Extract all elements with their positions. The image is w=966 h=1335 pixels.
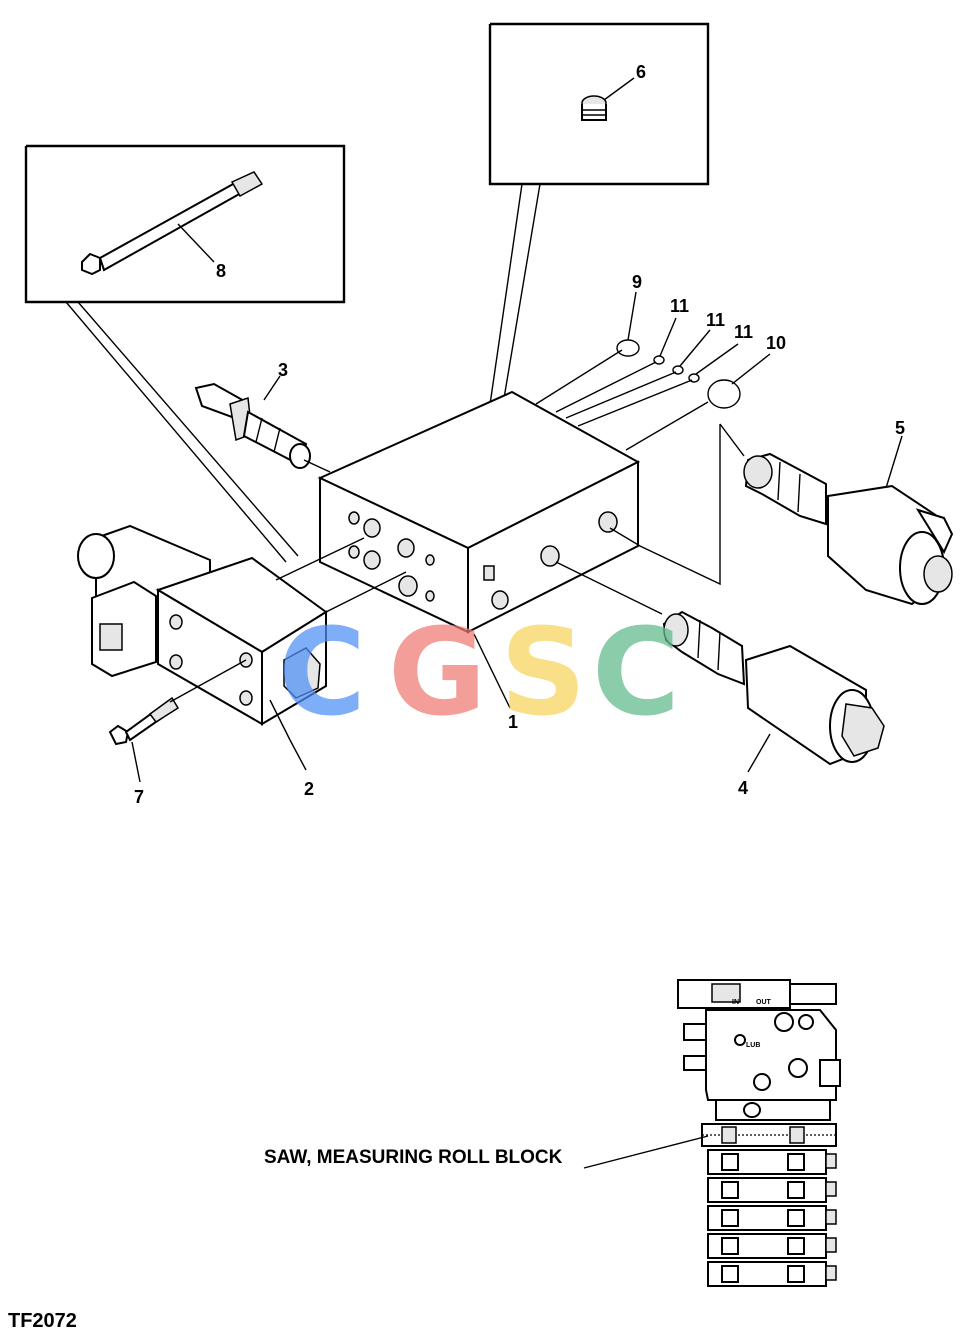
callout-labels: 1 2 3 4 5 6 7 8 9 10 11 11 11 xyxy=(134,62,905,807)
stack-section xyxy=(707,1177,837,1203)
cartridge-valve-3 xyxy=(194,375,331,473)
manifold-block xyxy=(317,390,641,634)
caption-leader xyxy=(583,1135,709,1169)
valve-stack-locator: IN OUT LUB xyxy=(583,979,841,1287)
callout-3: 3 xyxy=(278,360,288,380)
solenoid-valve-2 xyxy=(77,524,407,771)
callout-5: 5 xyxy=(895,418,905,438)
callout-8: 8 xyxy=(216,261,226,281)
watermark-logo: C G S C xyxy=(278,604,680,743)
leader-1 xyxy=(473,633,511,709)
stack-section xyxy=(707,1205,837,1231)
seal-leader-lines xyxy=(535,291,771,451)
detail-box-bolt xyxy=(24,144,346,563)
proportional-valve-4 xyxy=(555,561,885,773)
callout-11-c: 11 xyxy=(734,322,753,342)
stack-section xyxy=(707,1261,837,1287)
callout-11-a: 11 xyxy=(670,296,689,316)
callout-6: 6 xyxy=(636,62,646,82)
stack-label-lub: LUB xyxy=(746,1042,760,1049)
plug-part xyxy=(581,95,607,121)
callout-2: 2 xyxy=(304,779,314,799)
locator-caption: SAW, MEASURING ROLL BLOCK xyxy=(264,1147,563,1168)
callout-7: 7 xyxy=(134,787,144,807)
stack-label-out: OUT xyxy=(756,999,772,1006)
bolt-part xyxy=(81,171,264,276)
watermark-letter-c2: C xyxy=(592,604,680,743)
watermark-letter-c1: C xyxy=(278,604,366,743)
highlighted-saw-block xyxy=(701,1123,837,1147)
figure-id: TF2072 xyxy=(8,1310,77,1332)
watermark-letter-s: S xyxy=(500,604,586,743)
stack-section xyxy=(707,1233,837,1259)
detail-box-plug xyxy=(485,22,710,435)
callout-4: 4 xyxy=(738,778,748,798)
callout-1: 1 xyxy=(508,712,518,732)
callout-11-b: 11 xyxy=(706,310,725,330)
watermark-letter-g: G xyxy=(388,604,487,743)
screw-part xyxy=(108,659,247,783)
stack-section xyxy=(707,1149,837,1175)
callout-9: 9 xyxy=(632,272,642,292)
callout-10: 10 xyxy=(766,333,786,353)
proportional-valve-5 xyxy=(609,423,954,606)
stack-label-in: IN xyxy=(732,999,739,1006)
